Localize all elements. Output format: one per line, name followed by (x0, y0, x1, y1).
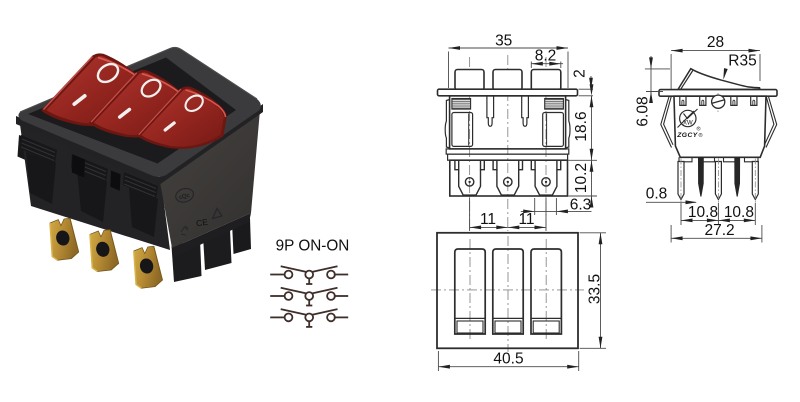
svg-text:10.8: 10.8 (724, 204, 754, 221)
svg-text:28: 28 (707, 34, 724, 51)
svg-text:®: ® (698, 132, 702, 139)
svg-text:10.2: 10.2 (573, 163, 590, 193)
svg-text:ZGCY: ZGCY (676, 132, 699, 139)
svg-text:6.3: 6.3 (570, 197, 592, 214)
svg-text:11: 11 (518, 211, 534, 228)
svg-text:11: 11 (480, 211, 496, 228)
svg-text:8.2: 8.2 (535, 48, 557, 65)
svg-text:R35: R35 (728, 53, 756, 70)
svg-text:CE: CE (195, 217, 209, 229)
svg-text:10.8: 10.8 (688, 204, 718, 221)
svg-text:40.5: 40.5 (493, 351, 523, 368)
svg-text:0.8: 0.8 (646, 186, 668, 203)
svg-text:6.08: 6.08 (635, 96, 652, 126)
svg-text:cQc: cQc (179, 193, 191, 201)
svg-text:®: ® (696, 126, 700, 133)
svg-text:33.5: 33.5 (587, 274, 604, 304)
svg-text:XW: XW (683, 121, 693, 127)
svg-text:9P ON-ON: 9P ON-ON (276, 238, 350, 255)
svg-text:35: 35 (495, 32, 512, 49)
svg-text:27.2: 27.2 (705, 222, 735, 239)
svg-text:2: 2 (572, 69, 589, 78)
svg-text:18.6: 18.6 (573, 111, 590, 141)
